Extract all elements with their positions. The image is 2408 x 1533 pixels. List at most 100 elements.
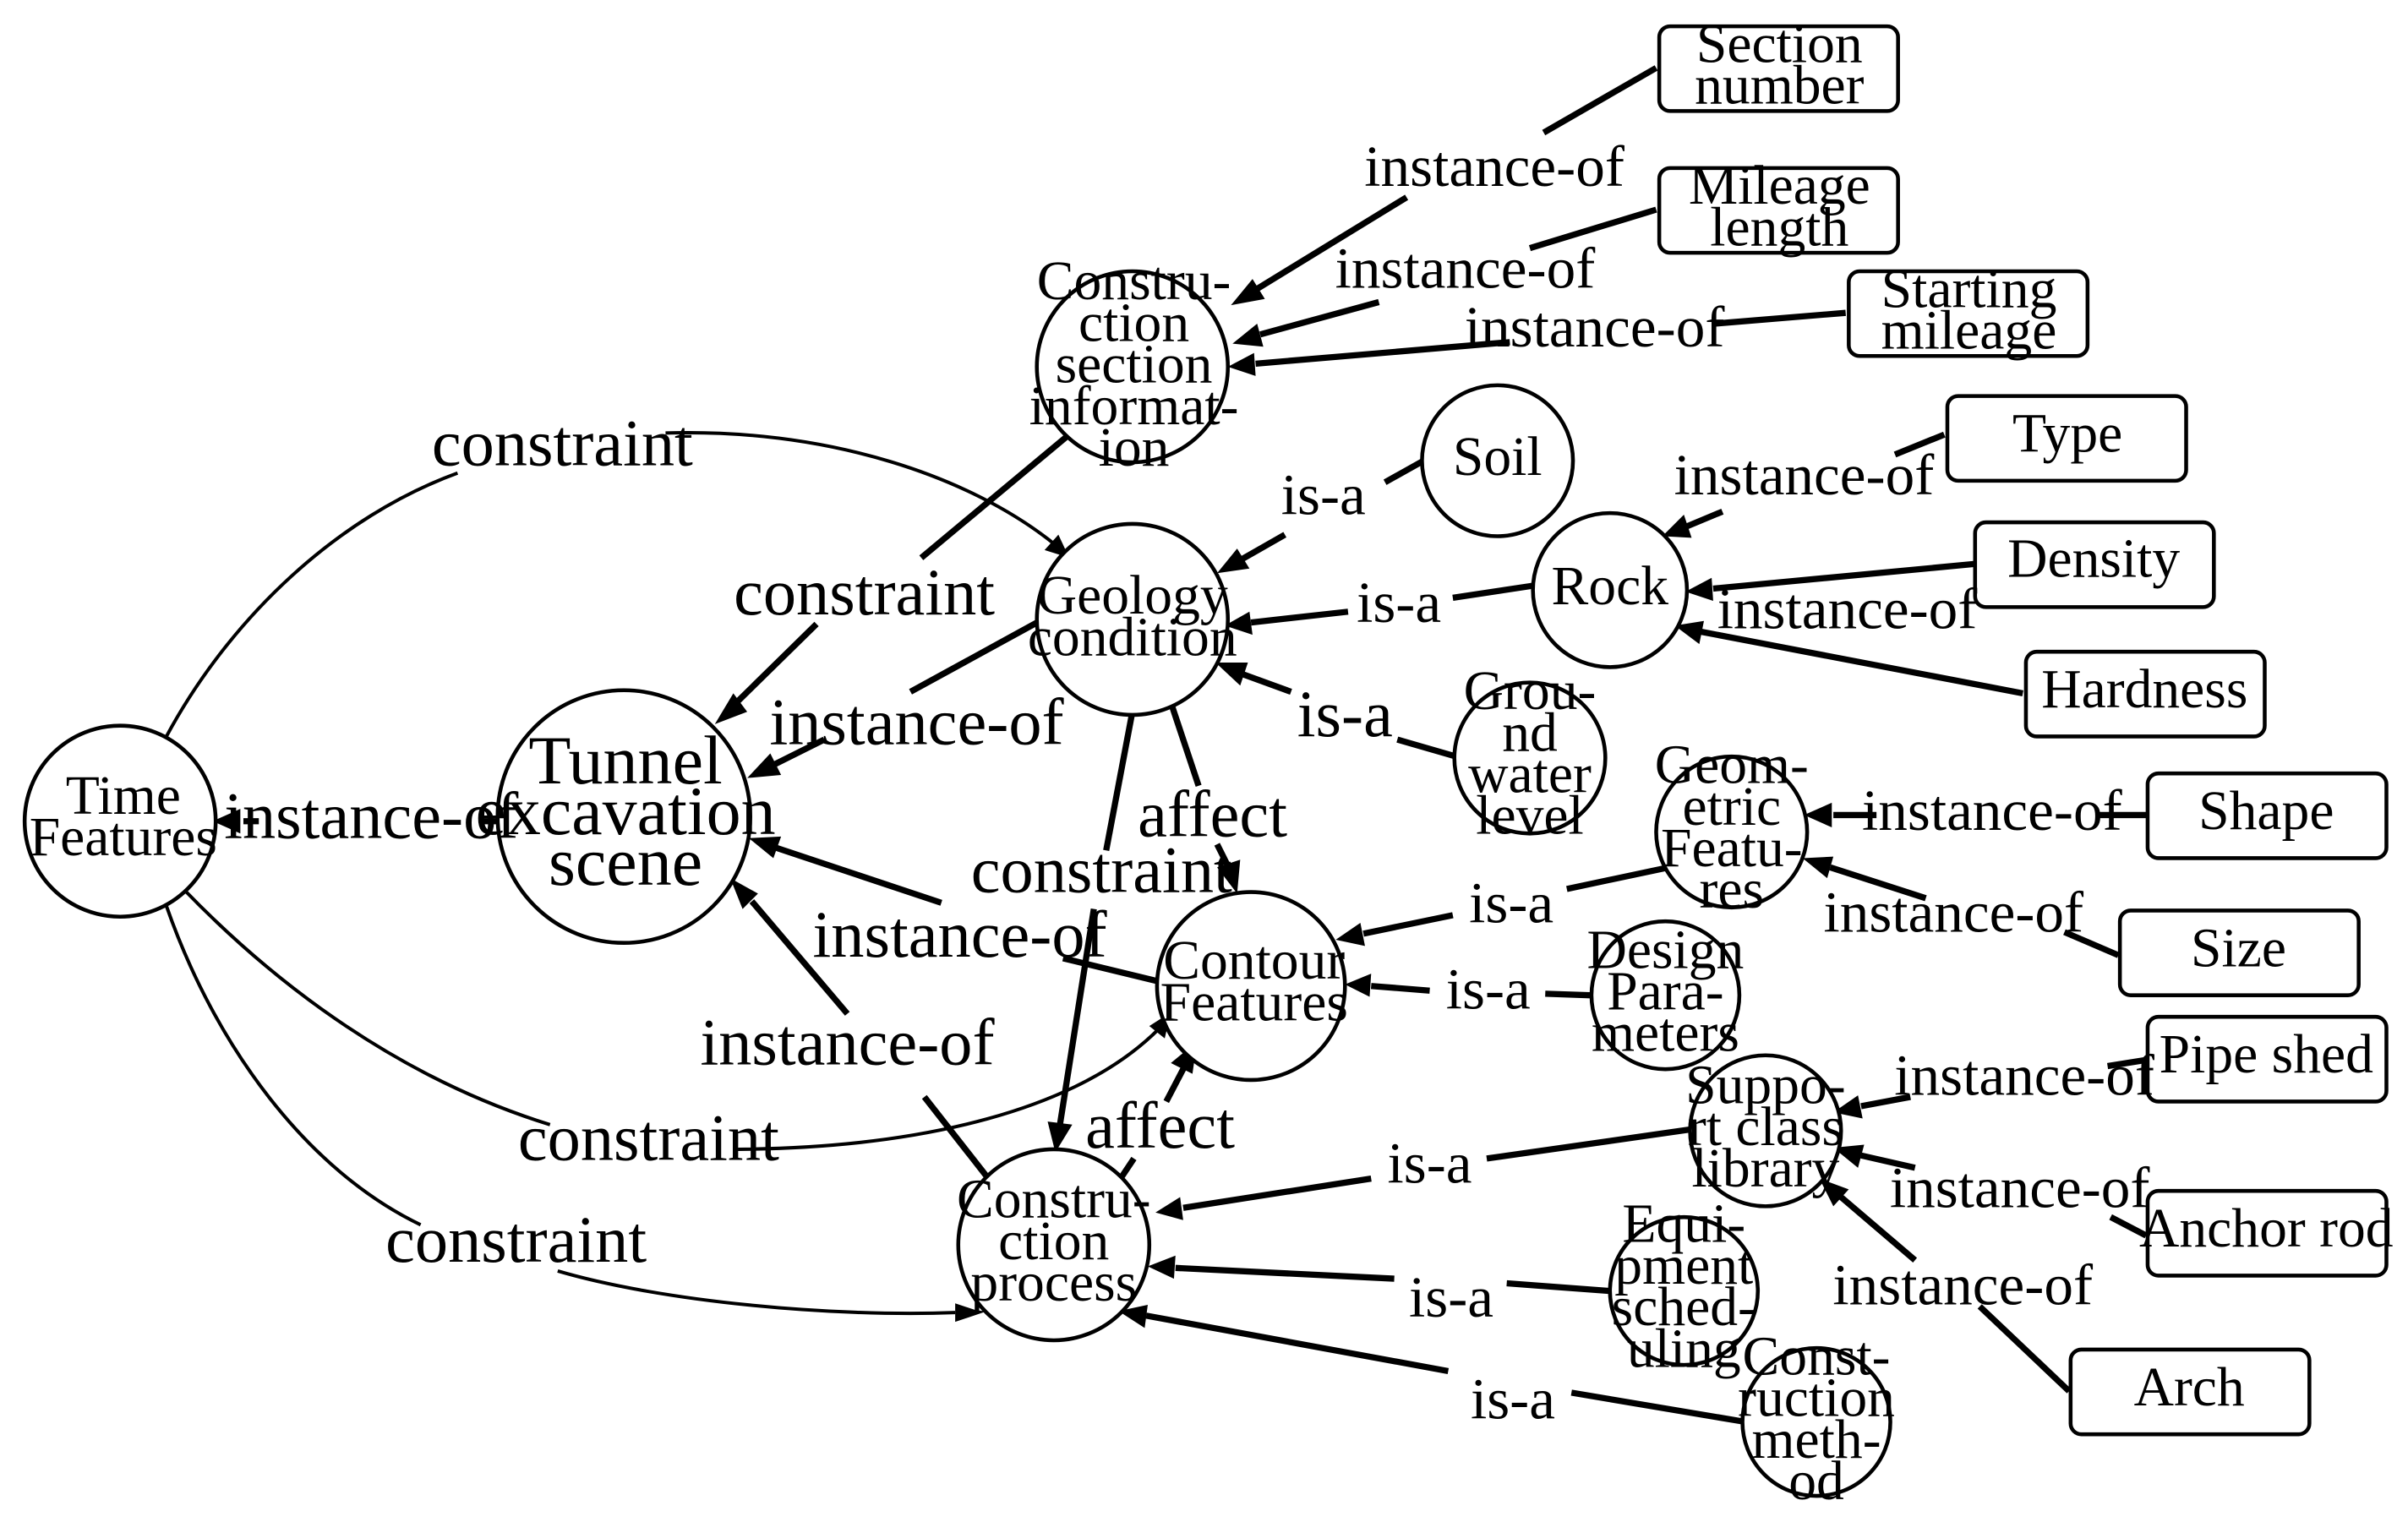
equipment-node[interactable]: [1608, 1214, 1761, 1367]
type-label-line: Type: [2012, 404, 2122, 465]
equipment-label-line: sched-: [1612, 1277, 1756, 1338]
geology-condition-label-line: Geology: [1037, 565, 1228, 626]
anchor-rod-label-line: Anchor rod: [2139, 1198, 2394, 1259]
construction-process-label-line: process: [970, 1252, 1137, 1313]
soil-label-line: Soil: [1453, 427, 1543, 488]
edge-label-anchor-rod: instance-of: [1890, 1155, 2151, 1220]
edge-label-section-scene: constraint: [734, 555, 995, 629]
section-number-label-line: number: [1695, 56, 1865, 117]
edge-label-time-scene: instance-of: [224, 779, 519, 853]
edge-anchor-rod: [1833, 1144, 2148, 1239]
edge-label-time-geology: constraint: [432, 406, 693, 479]
construction-section-node[interactable]: [1035, 269, 1231, 465]
design-parameters-node[interactable]: [1589, 919, 1742, 1072]
mileage-length-label-line: length: [1710, 197, 1848, 258]
edge-label-mileage-length: instance-of: [1335, 236, 1597, 301]
tunnel-scene-label-line: Tunnel: [528, 722, 722, 799]
arch-box[interactable]: [2068, 1347, 2312, 1437]
design-parameters-label-line: Para-: [1607, 962, 1723, 1023]
edges: [164, 65, 2148, 1426]
size-label: Size: [2191, 919, 2286, 979]
geometric-features-node[interactable]: [1654, 754, 1810, 910]
geology-condition-label-line: condition: [1028, 607, 1237, 668]
anchor-rod-label: Anchor rod: [2139, 1198, 2394, 1259]
ground-water-label-line: water: [1468, 745, 1592, 805]
edge-label-method: is-a: [1471, 1366, 1555, 1431]
edge-process-to-tunnel-scene: [729, 878, 989, 1178]
tunnel-scene-node[interactable]: [495, 688, 752, 945]
equipment-label-line: Equi-: [1622, 1194, 1745, 1255]
edge-label-section-number: instance-of: [1364, 134, 1625, 199]
ground-water-label-line: level: [1476, 786, 1584, 847]
edge-method: [1118, 1305, 1746, 1426]
hardness-box[interactable]: [2023, 649, 2267, 739]
edge-label-equipment: is-a: [1409, 1264, 1493, 1329]
edge-label-starting-mileage: instance-of: [1465, 294, 1726, 359]
edge-label-shape: instance-of: [1862, 777, 2123, 843]
construction-process-label-line: ction: [998, 1211, 1109, 1272]
edge-equipment: [1147, 1255, 1611, 1295]
box-nodes: [1657, 24, 2389, 1437]
edge-geology-to-process: [1047, 711, 1136, 1153]
rock-node[interactable]: [1531, 510, 1690, 669]
anchor-rod-box[interactable]: [2145, 1188, 2389, 1278]
soil-label: Soil: [1453, 427, 1543, 488]
starting-mileage-label-line: Starting: [1881, 259, 2057, 319]
construction-section-label-line: informat-: [1029, 376, 1239, 437]
edge-rock: [1225, 582, 1536, 636]
starting-mileage-box[interactable]: [1847, 269, 2090, 358]
arch-label-line: Arch: [2134, 1357, 2245, 1418]
edge-time-to-tunnel-scene: [212, 809, 498, 834]
method-label-line: ruction: [1738, 1368, 1895, 1429]
type-box[interactable]: [1945, 394, 2188, 483]
edge-label-soil: is-a: [1281, 461, 1366, 526]
contour-features-node[interactable]: [1155, 890, 1347, 1083]
construction-process-node[interactable]: [956, 1147, 1152, 1343]
edge-geology-to-tunnel-scene: [747, 618, 1042, 778]
density-box[interactable]: [1973, 520, 2216, 609]
soil-node[interactable]: [1420, 383, 1575, 538]
construction-section-label-line: ion: [1099, 417, 1170, 478]
edge-label-rock: is-a: [1357, 570, 1441, 635]
geology-condition-node[interactable]: [1035, 521, 1231, 717]
edge-section-to-tunnel-scene: [714, 432, 1072, 724]
support-class-label-line: rt class: [1688, 1097, 1843, 1158]
section-number-box[interactable]: [1657, 24, 1900, 113]
edge-label-pipe-shed: instance-of: [1894, 1043, 2155, 1108]
time-features-label-line: Features: [30, 807, 217, 868]
edge-label-type: instance-of: [1674, 442, 1936, 507]
edge-hardness: [1674, 620, 2023, 696]
edge-label-geology-contour: affect: [1138, 777, 1287, 851]
shape-box[interactable]: [2145, 771, 2389, 860]
mileage-length-box[interactable]: [1657, 166, 1900, 255]
ground-water-label-line: nd: [1502, 702, 1558, 763]
edge-label-arch: instance-of: [1832, 1252, 2094, 1318]
edge-contour-to-tunnel-scene: [748, 836, 1160, 985]
method-node[interactable]: [1740, 1345, 1892, 1498]
pipe-shed-box[interactable]: [2145, 1014, 2389, 1104]
arch-label: Arch: [2134, 1357, 2245, 1418]
rock-label: Rock: [1552, 556, 1669, 617]
time-features-node[interactable]: [22, 723, 218, 919]
starting-mileage-label-line: mileage: [1881, 301, 2057, 362]
hardness-label-line: Hardness: [2041, 659, 2247, 720]
geometric-features-label-line: Geom-: [1655, 735, 1809, 796]
ground-water-node[interactable]: [1452, 680, 1608, 836]
edge-size: [1802, 856, 2120, 958]
pipe-shed-label-line: Pipe shed: [2160, 1024, 2373, 1085]
type-label: Type: [2012, 404, 2122, 465]
edge-label-support: is-a: [1388, 1131, 1472, 1196]
edge-label-time-process: constraint: [385, 1203, 647, 1276]
mileage-length-label-line: Mileage: [1689, 155, 1870, 216]
size-box[interactable]: [2117, 908, 2361, 997]
support-class-node[interactable]: [1688, 1053, 1843, 1208]
